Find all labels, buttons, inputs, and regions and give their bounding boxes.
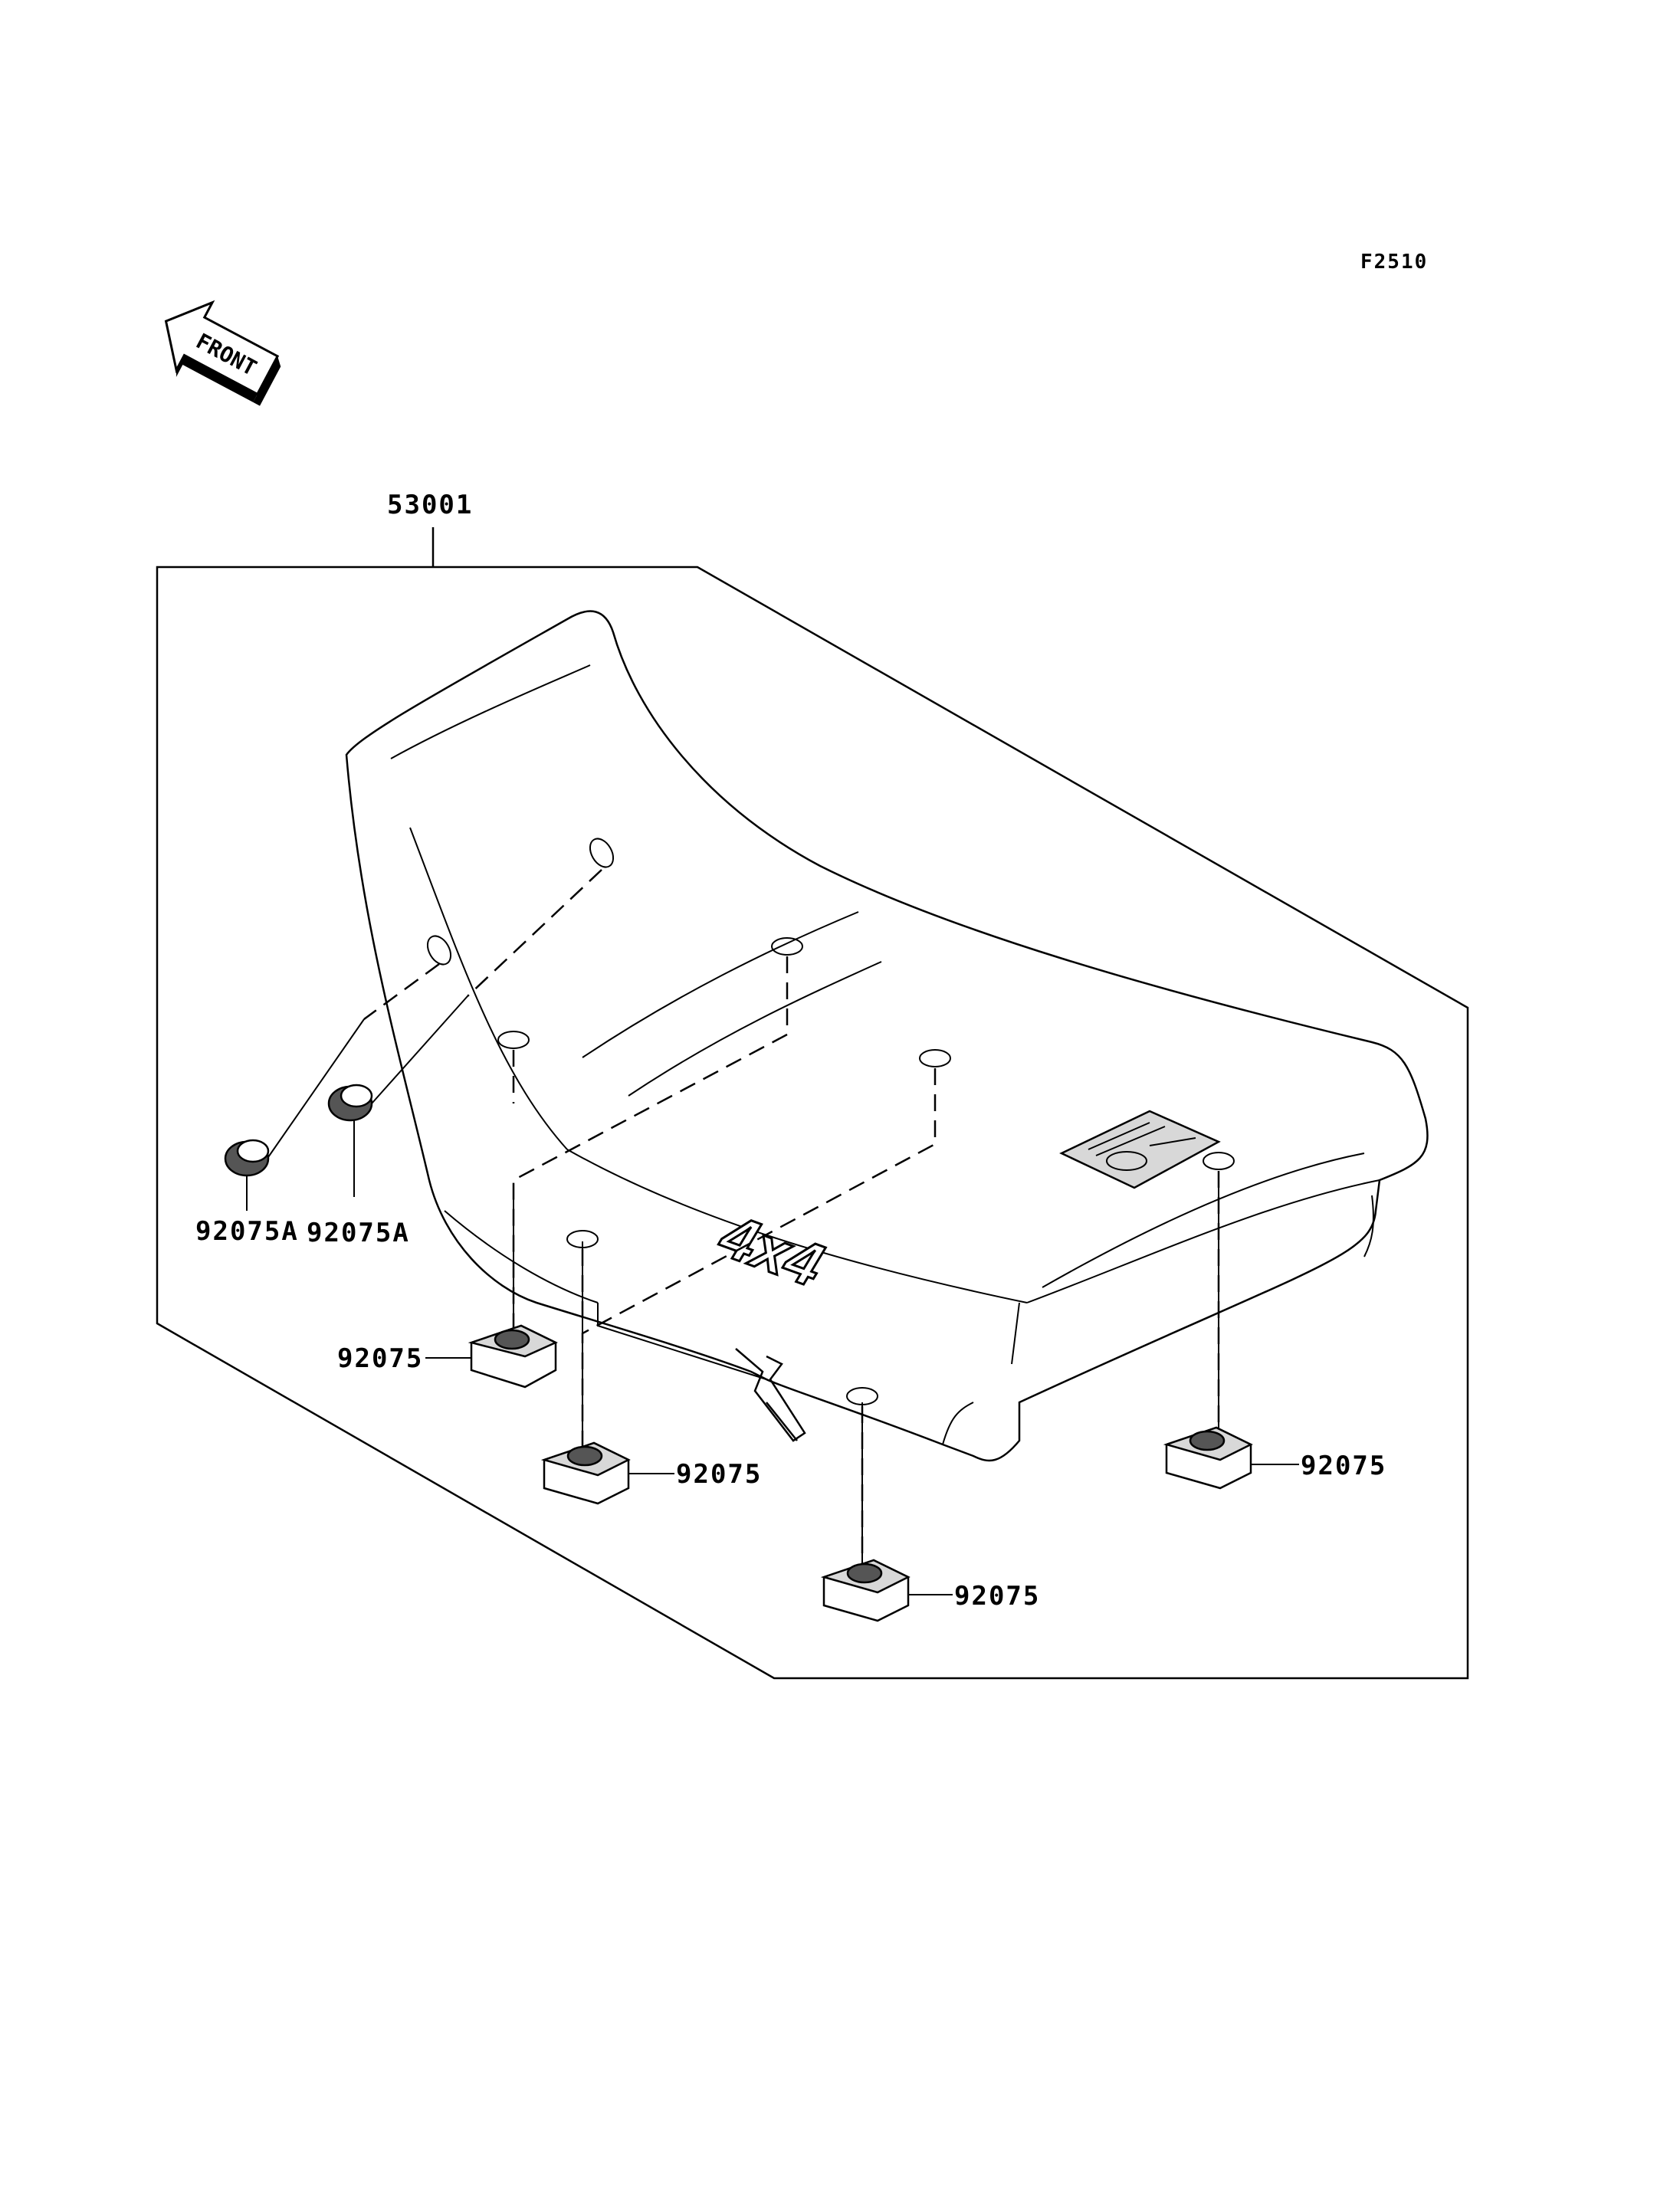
damper-a-left	[224, 1139, 270, 1177]
damper-1	[468, 1324, 558, 1389]
assembly-bracket	[156, 566, 1469, 1680]
damper-2	[540, 1441, 631, 1505]
damper-3-callout: 92075	[954, 1581, 1040, 1612]
damper-4-callout: 92075	[1301, 1451, 1386, 1481]
warning-label-plate	[1059, 1110, 1221, 1189]
damper-4	[1163, 1426, 1253, 1490]
seat-assembly-callout: 53001	[387, 490, 473, 520]
damper-2-callout: 92075	[676, 1459, 762, 1490]
alignment-lines	[363, 869, 1220, 1563]
damper-a-left-callout: 92075A	[195, 1216, 299, 1247]
damper-1-callout: 92075	[337, 1343, 423, 1374]
front-direction-arrow-icon: FRONT	[164, 300, 281, 406]
damper-a-right	[327, 1084, 373, 1122]
damper-a-right-callout: 92075A	[307, 1218, 410, 1248]
seat-emblem-4x4: 4x4	[710, 1200, 832, 1300]
damper-3	[820, 1559, 911, 1622]
figure-code: F2510	[1360, 251, 1428, 274]
